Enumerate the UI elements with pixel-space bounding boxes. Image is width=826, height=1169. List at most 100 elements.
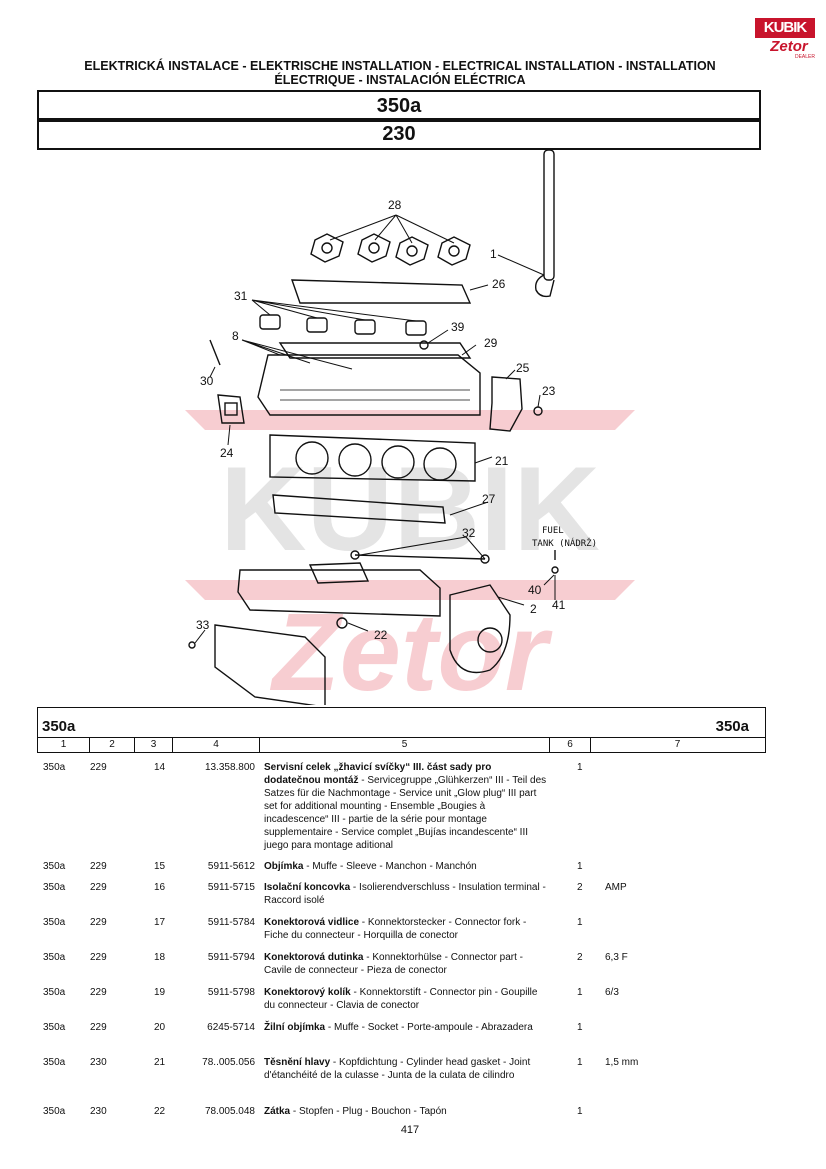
page-number: 417 bbox=[400, 1124, 420, 1136]
cell-description: Zátka - Stopfen - Plug - Bouchon - Tapón bbox=[264, 1105, 549, 1118]
callout-32: 32 bbox=[462, 526, 476, 540]
cell-c6: 1 bbox=[577, 1057, 583, 1068]
cell-c1: 350a bbox=[43, 1057, 66, 1068]
callout-29: 29 bbox=[484, 336, 498, 350]
cell-c6: 2 bbox=[577, 882, 583, 893]
callout-39: 39 bbox=[451, 320, 465, 334]
callout-30: 30 bbox=[200, 374, 214, 388]
fuel-tank-label-2: TANK (NÁDRŽ) bbox=[532, 537, 597, 549]
cell-c2: 230 bbox=[90, 1057, 107, 1068]
table-left-label: 350a bbox=[42, 718, 76, 735]
callout-25: 25 bbox=[516, 361, 530, 375]
cell-c7: 1,5 mm bbox=[605, 1057, 639, 1068]
cell-c4: 5911-5784 bbox=[207, 917, 255, 928]
column-number: 3 bbox=[135, 738, 173, 752]
rod-32 bbox=[354, 554, 486, 560]
title-line-1: ELEKTRICKÁ INSTALACE - ELEKTRISCHE INSTA… bbox=[84, 59, 716, 73]
part-name: Isolační koncovka bbox=[264, 882, 351, 893]
cell-c6: 2 bbox=[577, 952, 583, 963]
cell-c6: 1 bbox=[577, 861, 583, 872]
cell-c3: 14 bbox=[154, 762, 166, 773]
heat-shield bbox=[214, 624, 326, 705]
cell-c6: 1 bbox=[577, 762, 583, 773]
logo-brand: KUBIK bbox=[755, 18, 815, 38]
callout-28: 28 bbox=[388, 198, 402, 212]
callout-26: 26 bbox=[492, 277, 506, 291]
cell-c2: 229 bbox=[90, 987, 107, 998]
logo-sub: Zetor bbox=[770, 38, 808, 55]
cell-c4: 5911-5798 bbox=[207, 987, 255, 998]
cell-c1: 350a bbox=[43, 917, 66, 928]
model-box: 350a bbox=[37, 90, 761, 122]
cell-c3: 22 bbox=[154, 1106, 166, 1117]
cell-description: Konektorová dutinka - Konnektorhülse - C… bbox=[264, 951, 549, 977]
tube-part bbox=[543, 149, 555, 281]
head-gasket bbox=[269, 434, 476, 482]
cell-c4: 6245-5714 bbox=[207, 1022, 255, 1033]
part-name: Konektorový kolík bbox=[264, 987, 351, 998]
cell-c3: 16 bbox=[154, 882, 166, 893]
gasket-25 bbox=[489, 376, 523, 432]
callout-23: 23 bbox=[542, 384, 556, 398]
cell-c2: 229 bbox=[90, 762, 107, 773]
cell-c3: 17 bbox=[154, 917, 166, 928]
bolt-30 bbox=[209, 339, 221, 366]
turbo-housing bbox=[449, 584, 511, 674]
part-name: Servisní celek „žhavicí svíčky“ III. čás… bbox=[264, 762, 492, 786]
table-right-label: 350a bbox=[715, 718, 749, 735]
cell-c3: 15 bbox=[154, 861, 166, 872]
callout-31: 31 bbox=[234, 289, 248, 303]
cell-c7: 6,3 F bbox=[605, 952, 628, 963]
title-line-2: ÉLECTRIQUE - INSTALACIÓN ELÉCTRICA bbox=[274, 73, 526, 87]
part-translations: - Isolierendverschluss - Insulation term… bbox=[264, 882, 546, 906]
column-number: 2 bbox=[90, 738, 135, 752]
column-number: 6 bbox=[550, 738, 591, 752]
cell-c3: 20 bbox=[154, 1022, 166, 1033]
callout-24: 24 bbox=[220, 446, 234, 460]
plug-22 bbox=[336, 617, 348, 629]
cell-c6: 1 bbox=[577, 987, 583, 998]
cell-description: Objímka - Muffe - Sleeve - Manchon - Man… bbox=[264, 860, 549, 873]
cell-description: Těsnění hlavy - Kopfdichtung - Cylinder … bbox=[264, 1056, 549, 1082]
callout-2: 2 bbox=[530, 602, 537, 616]
watermark: KUBIK Zetor bbox=[185, 410, 635, 714]
part-name: Konektorová vidlice bbox=[264, 917, 360, 928]
callout-8: 8 bbox=[232, 329, 239, 343]
cell-c4: 5911-5794 bbox=[207, 952, 255, 963]
cell-c1: 350a bbox=[43, 762, 66, 773]
cell-c4: 5911-5715 bbox=[207, 882, 255, 893]
cell-c2: 229 bbox=[90, 1022, 107, 1033]
tube-end-part bbox=[534, 274, 555, 298]
logo-dealer: DEALER bbox=[794, 54, 815, 60]
part-translations: - Konnektorstecker - Connector fork - Fi… bbox=[264, 917, 527, 941]
cell-c2: 230 bbox=[90, 1106, 107, 1117]
cell-c6: 1 bbox=[577, 1022, 583, 1033]
gasket-24 bbox=[217, 394, 245, 424]
kubik-zetor-logo: KUBIK Zetor DEALER bbox=[755, 14, 815, 60]
cell-c1: 350a bbox=[43, 987, 66, 998]
cell-c2: 229 bbox=[90, 917, 107, 928]
part-translations: - Muffe - Socket - Porte-ampoule - Abraz… bbox=[325, 1022, 533, 1033]
exhaust-gaskets bbox=[310, 233, 471, 266]
cell-description: Isolační koncovka - Isolierendverschluss… bbox=[264, 881, 549, 907]
cell-c4: 78..005.056 bbox=[202, 1057, 255, 1068]
cell-description: Žilní objímka - Muffe - Socket - Porte-a… bbox=[264, 1021, 549, 1034]
cell-c1: 350a bbox=[43, 1022, 66, 1033]
part-name: Objímka bbox=[264, 861, 304, 872]
cell-c6: 1 bbox=[577, 1106, 583, 1117]
column-number: 1 bbox=[38, 738, 90, 752]
exploded-parts-diagram: 28 1 26 31 8 39 29 30 25 23 24 21 27 32 … bbox=[188, 149, 597, 705]
part-translations: - Konnektorhülse - Connector part - Cavi… bbox=[264, 952, 523, 976]
cover-gasket bbox=[291, 279, 472, 304]
callout-40: 40 bbox=[528, 583, 542, 597]
cell-c2: 229 bbox=[90, 861, 107, 872]
watermark-text-1: KUBIK bbox=[220, 442, 600, 576]
part-translations: - Stopfen - Plug - Bouchon - Tapón bbox=[290, 1106, 447, 1117]
part-name: Těsnění hlavy bbox=[264, 1057, 331, 1068]
cell-c1: 350a bbox=[43, 952, 66, 963]
cell-c6: 1 bbox=[577, 917, 583, 928]
column-number: 4 bbox=[173, 738, 260, 752]
intake-manifold bbox=[237, 569, 441, 617]
column-number: 5 bbox=[260, 738, 550, 752]
cell-c1: 350a bbox=[43, 882, 66, 893]
